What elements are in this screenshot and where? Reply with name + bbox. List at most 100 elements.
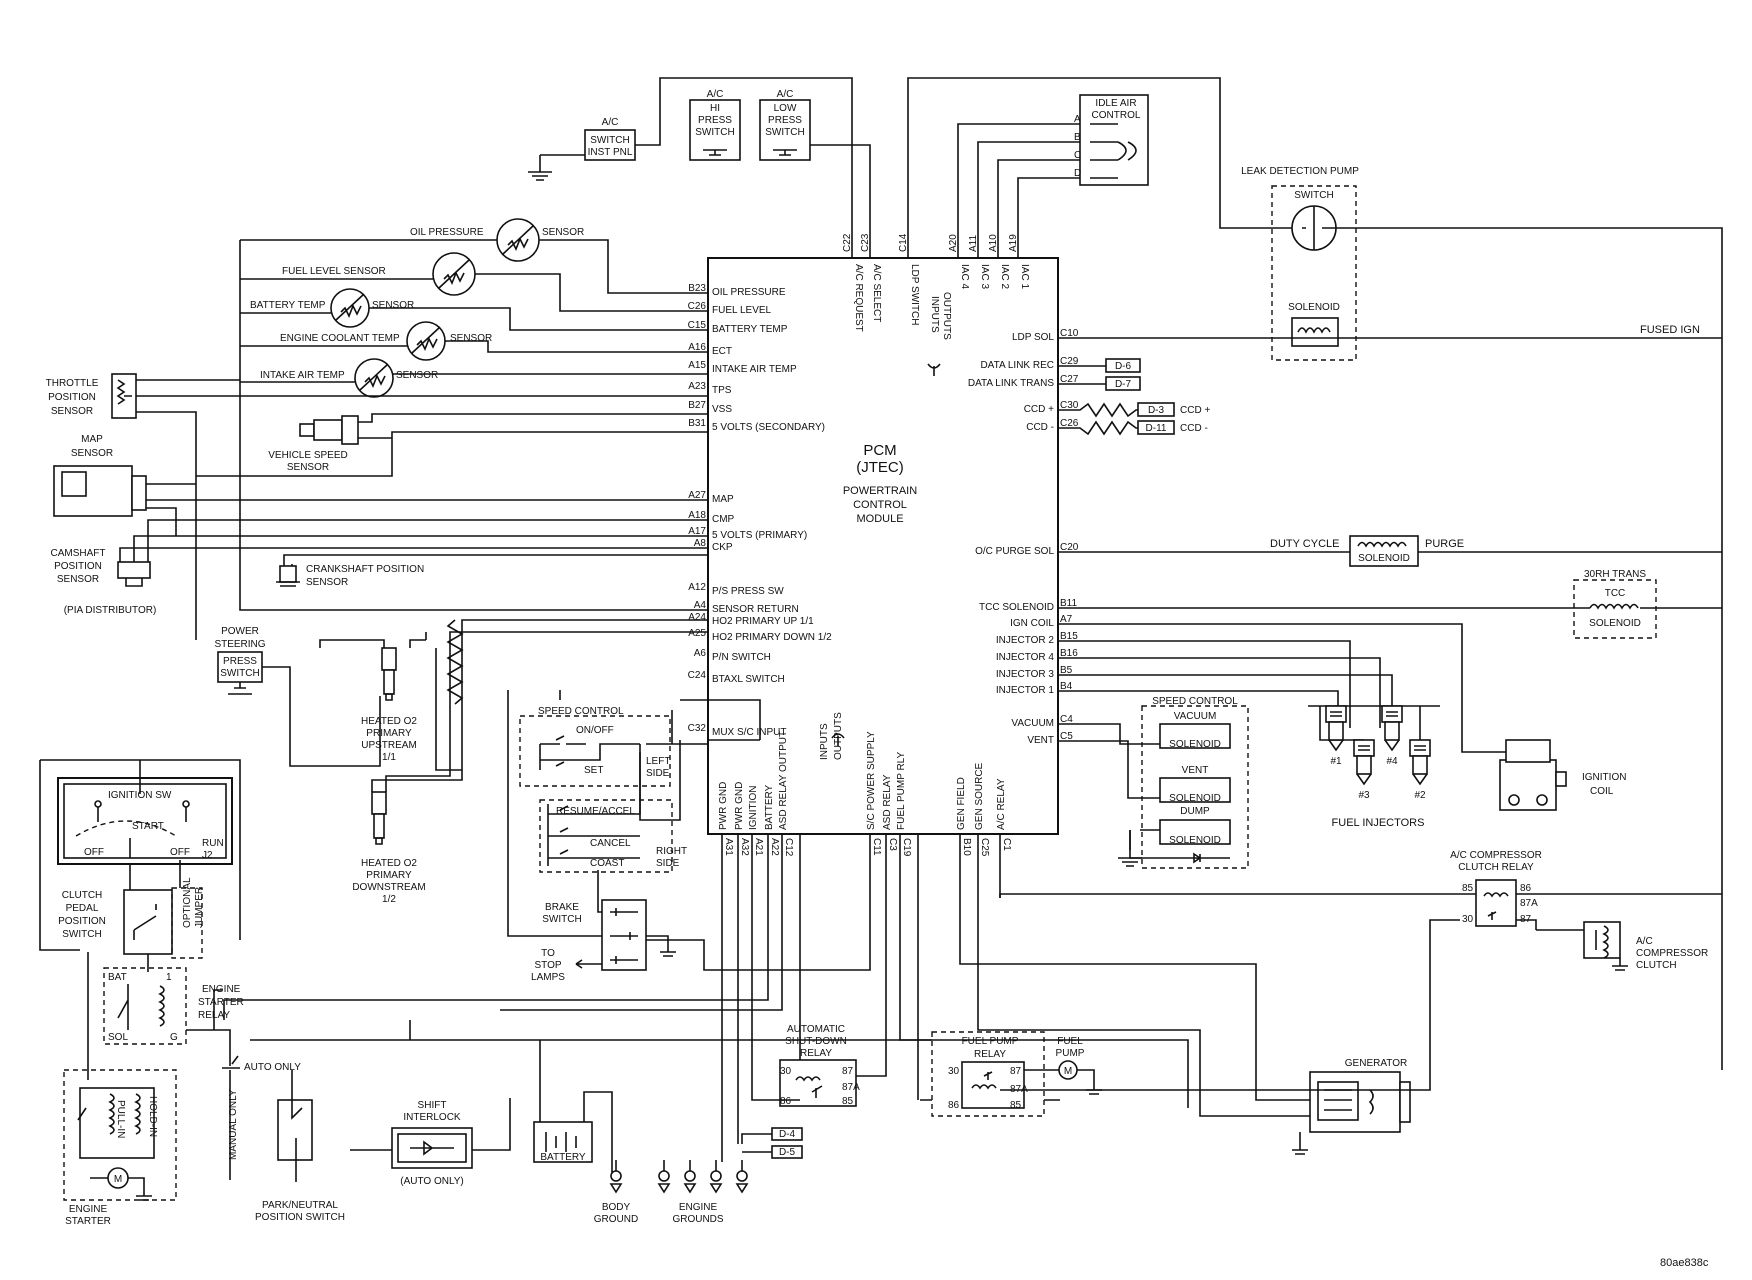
- acc-3: CLUTCH: [1636, 960, 1677, 971]
- ignition-coil: IGNITION COIL: [1499, 739, 1626, 811]
- engine-coolant-sensor: ENGINE COOLANT TEMP SENSOR: [240, 321, 708, 361]
- crank-1: CRANKSHAFT POSITION: [306, 564, 424, 575]
- ground-icon: [735, 1160, 749, 1194]
- pcm-left-pin-label: INTAKE AIR TEMP: [712, 364, 797, 375]
- cam-1: CAMSHAFT: [51, 548, 106, 559]
- starter-relay-bat: BAT: [108, 972, 127, 983]
- pcm-bottom-pin-label: GEN FIELD: [956, 777, 967, 830]
- ac-hi-3: PRESS: [698, 115, 732, 126]
- pcm-title-5: MODULE: [856, 513, 903, 525]
- iac-pin-b: B: [1074, 132, 1081, 143]
- top-io-marker: INPUTS OUTPUTS: [927, 292, 952, 376]
- pcm-right-pin-code: C30: [1060, 400, 1079, 411]
- pcm-right-pin-code: C29: [1060, 356, 1079, 367]
- ground-icon: [657, 1160, 671, 1194]
- heated-o2-sensors: HEATED O2 PRIMARY UPSTREAM 1/1 HEATED O2…: [319, 619, 708, 905]
- pcm-left-pin-code: C15: [688, 320, 707, 331]
- pcm-left-pin-label: OIL PRESSURE: [712, 287, 786, 298]
- fused-ign-label: FUSED IGN: [1640, 324, 1700, 336]
- ignition-switch: IGNITION SW START OFF OFF RUN J2: [39, 759, 241, 951]
- scsw-coast: COAST: [590, 858, 624, 869]
- fuel-level-label: FUEL LEVEL SENSOR: [282, 266, 386, 277]
- generator-label: GENERATOR: [1345, 1058, 1407, 1069]
- ac-switch-label-2: SWITCH: [590, 135, 629, 146]
- scs-vent: VENT: [1182, 765, 1209, 776]
- brake-2: SWITCH: [542, 914, 581, 925]
- pcm-top-pin-label: IAC 3: [979, 264, 990, 289]
- fuel-injector: #2: [1409, 739, 1431, 801]
- starter-relay-2-label: STARTER: [198, 997, 244, 1008]
- asd-2: SHUT-DOWN: [785, 1036, 847, 1047]
- ac-switches: A/C SWITCH INST PNL A/C HI PRESS SWITCH …: [528, 77, 871, 258]
- pcm-right-pin-label: O/C PURGE SOL: [975, 546, 1054, 557]
- scs-title: SPEED CONTROL: [1152, 696, 1238, 707]
- pcm-left-pin-code: A23: [688, 381, 706, 392]
- shift-interlock: SHIFT INTERLOCK (AUTO ONLY): [350, 1098, 511, 1187]
- ign-start: START: [132, 821, 164, 832]
- injector-wiring: [1058, 623, 1506, 753]
- fuel-injector-number: #4: [1386, 756, 1398, 767]
- pcm-title-4: CONTROL: [853, 499, 907, 511]
- park-neutral-switch: AUTO ONLY MANUAL ONLY PARK/NEUTRAL POSIT…: [222, 1055, 345, 1223]
- stop-1: TO: [541, 948, 555, 959]
- pcm-left-pin-code: A8: [694, 538, 707, 549]
- asd-pin-30: 30: [780, 1066, 792, 1077]
- acc-2: COMPRESSOR: [1636, 948, 1708, 959]
- pcm-right-pin-label: DATA LINK REC: [980, 360, 1054, 371]
- pcm-left-pin-label: BTAXL SWITCH: [712, 674, 785, 685]
- pcm-bottom-pin-label: GEN SOURCE: [974, 762, 985, 830]
- pcm-right-pin-code: B11: [1060, 598, 1077, 609]
- starter-pull: PULL-IN: [115, 1100, 126, 1138]
- pcm-left-pin-code: C24: [688, 670, 707, 681]
- scsw-right-1: RIGHT: [656, 846, 687, 857]
- data-link-connectors: D-6 D-7 D-3 D-11 CCD + CCD -: [1058, 358, 1210, 436]
- pcm-top-pin-label: IAC 1: [1019, 264, 1030, 289]
- asd-3: RELAY: [800, 1048, 832, 1059]
- pcm-right-pin-code: C10: [1060, 328, 1079, 339]
- body-ground-2: GROUND: [594, 1214, 638, 1225]
- asd-pin-87a: 87A: [842, 1082, 860, 1093]
- conn-d4: D-4: [779, 1129, 796, 1140]
- pcm-top-pin-code: C14: [898, 233, 909, 252]
- pcm-bottom-pin-code: B10: [961, 838, 972, 856]
- starter-label-2: STARTER: [65, 1216, 111, 1227]
- pcm-bottom-pin-code: C1: [1001, 838, 1012, 851]
- pcm-bottom-pin-label: PWR GND: [718, 782, 729, 830]
- generator: GENERATOR: [1292, 1058, 1411, 1155]
- oil-1: OIL PRESSURE: [410, 227, 484, 238]
- iac-title-1: IDLE AIR: [1095, 98, 1136, 109]
- fpr-pin-86: 86: [948, 1100, 960, 1111]
- acr-pin-30: 30: [1462, 914, 1474, 925]
- pcm-left-pin-label: SENSOR RETURN: [712, 604, 799, 615]
- ps-3: PRESS: [223, 656, 257, 667]
- pcm-right-pin-label: INJECTOR 3: [996, 669, 1055, 680]
- iat-1: INTAKE AIR TEMP: [260, 370, 345, 381]
- pcm-bottom-pin-label: S/C POWER SUPPLY: [866, 731, 877, 830]
- ground-symbols: [609, 1160, 749, 1194]
- ect-2: SENSOR: [450, 333, 492, 344]
- battery: BATTERY: [533, 1040, 613, 1174]
- fp-1: FUEL: [1057, 1036, 1083, 1047]
- pcm-left-pin-label: VSS: [712, 404, 732, 415]
- pcm-right-pin-code: B16: [1060, 648, 1078, 659]
- pcm-left-pin-label: P/S PRESS SW: [712, 586, 784, 597]
- pcm-left-pin-code: A6: [694, 648, 707, 659]
- trans-title: 30RH TRANS: [1584, 569, 1646, 580]
- acr-2: CLUTCH RELAY: [1458, 862, 1534, 873]
- pcm-left-pin-label: P/N SWITCH: [712, 652, 771, 663]
- pcm-top-pin-code: A19: [1008, 234, 1019, 252]
- pcm-bottom-pin-label: ASD RELAY OUTPUT: [778, 731, 789, 830]
- purge-solenoid: DUTY CYCLE PURGE SOLENOID: [1058, 535, 1722, 567]
- starter-relay-g: G: [170, 1032, 178, 1043]
- scs-dump-sol: SOLENOID: [1169, 835, 1221, 846]
- purge-duty: DUTY CYCLE: [1270, 538, 1339, 550]
- o2-down-1: HEATED O2: [361, 858, 417, 869]
- scsw-left-1: LEFT: [646, 756, 670, 767]
- fuel-injector: #3: [1353, 739, 1375, 801]
- ground-icon: [683, 1160, 697, 1194]
- leak-pump-solenoid-label: SOLENOID: [1288, 302, 1340, 313]
- pcm-bottom-pin-code: C25: [979, 838, 990, 857]
- pcm-left-pin-code: A24: [688, 612, 706, 623]
- leak-pump-switch-label: SWITCH: [1294, 190, 1333, 201]
